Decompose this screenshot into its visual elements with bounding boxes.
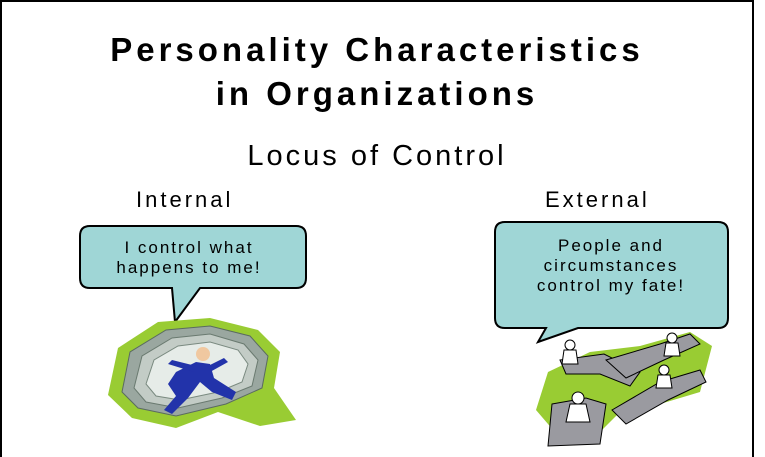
internal-speech-line-2: happens to me!: [116, 258, 262, 277]
clip-art-paths-icon: [536, 332, 712, 447]
external-speech-line-1: People and: [557, 236, 665, 255]
speech-bubble-icon: [79, 225, 307, 325]
internal-speech-text: I control what happens to me!: [84, 238, 294, 278]
slide-subtitle: Locus of Control: [247, 140, 507, 172]
speech-bubble-icon: [494, 221, 729, 344]
title-line-1: Personality Characteristics: [110, 31, 644, 68]
external-speech-text: People and circumstances control my fate…: [500, 236, 722, 296]
title-line-2: in Organizations: [215, 75, 539, 112]
external-speech-line-3: control my fate!: [536, 276, 686, 295]
external-label: External: [545, 187, 650, 212]
slide-title: Personality Characteristics in Organizat…: [0, 28, 754, 116]
internal-label: Internal: [136, 187, 234, 212]
internal-speech-line-1: I control what: [124, 238, 254, 257]
clip-art-runner-icon: [108, 318, 296, 428]
external-speech-line-2: circumstances: [543, 256, 679, 275]
